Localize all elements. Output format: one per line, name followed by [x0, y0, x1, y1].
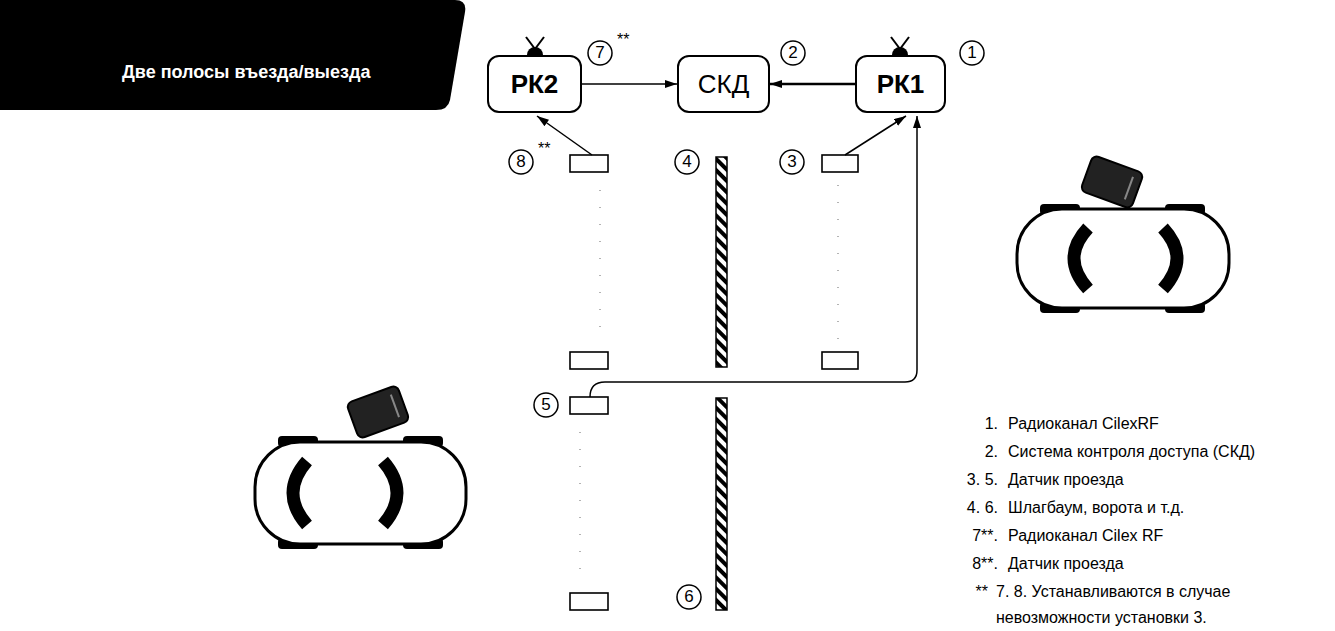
box-label: РК2 — [511, 69, 559, 99]
key-fob — [1080, 155, 1144, 209]
legend-number: 7**. — [972, 523, 998, 549]
legend-number: ** — [976, 579, 988, 605]
radio-channel-box: РК2 — [487, 55, 582, 113]
radio-channel-box: РК1 — [855, 55, 946, 113]
title-text: Две полосы въезда/выезда — [122, 60, 370, 84]
legend-text: Радиоканал CilexRF — [1008, 411, 1159, 437]
access-control-box: СКД — [677, 55, 770, 113]
footnote-mark: ** — [538, 140, 550, 158]
callout-circle: 6 — [676, 584, 702, 610]
legend-text: Радиоканал Cilex RF — [1008, 523, 1163, 549]
car — [1017, 204, 1229, 313]
title-banner — [0, 0, 465, 110]
callout-circle: 1 — [959, 40, 985, 66]
box-label: СКД — [698, 69, 750, 99]
callout-number: 8 — [508, 149, 534, 175]
callout-circle: 3 — [779, 149, 805, 175]
box-label: РК1 — [877, 69, 925, 99]
callout-circle: 4 — [674, 149, 700, 175]
legend-number: 4. 6. — [967, 495, 998, 521]
antenna-icon — [526, 37, 544, 55]
callout-number: 1 — [959, 40, 985, 66]
antenna-icon — [891, 37, 909, 55]
callout-number: 7 — [587, 40, 613, 66]
callout-number: 4 — [674, 149, 700, 175]
callout-number: 6 — [676, 584, 702, 610]
key-fob — [346, 385, 410, 439]
legend-number: 2. — [985, 439, 998, 465]
legend-text: Шлагбаум, ворота и т.д. — [1008, 495, 1184, 521]
barrier — [716, 157, 727, 610]
legend-text: 7. 8. Устанавливаются в случае невозможн… — [996, 579, 1296, 631]
connector-arrow — [582, 83, 677, 85]
callout-number: 2 — [780, 40, 806, 66]
connector-arrow — [770, 83, 855, 86]
callout-number: 3 — [779, 149, 805, 175]
legend-number: 8**. — [972, 551, 998, 577]
legend-text: Система контроля доступа (СКД) — [1008, 439, 1255, 465]
legend-text: Датчик проезда — [1008, 467, 1124, 493]
legend-number: 3. 5. — [967, 467, 998, 493]
callout-circle: 8** — [508, 149, 534, 175]
callout-number: 5 — [533, 392, 559, 418]
callout-circle: 2 — [780, 40, 806, 66]
sensor-wire — [537, 116, 917, 397]
footnote-mark: ** — [617, 31, 629, 49]
car — [255, 436, 466, 549]
callout-circle: 7** — [587, 40, 613, 66]
legend-number: 1. — [985, 411, 998, 437]
callout-circle: 5 — [533, 392, 559, 418]
legend-text: Датчик проезда — [1008, 551, 1124, 577]
